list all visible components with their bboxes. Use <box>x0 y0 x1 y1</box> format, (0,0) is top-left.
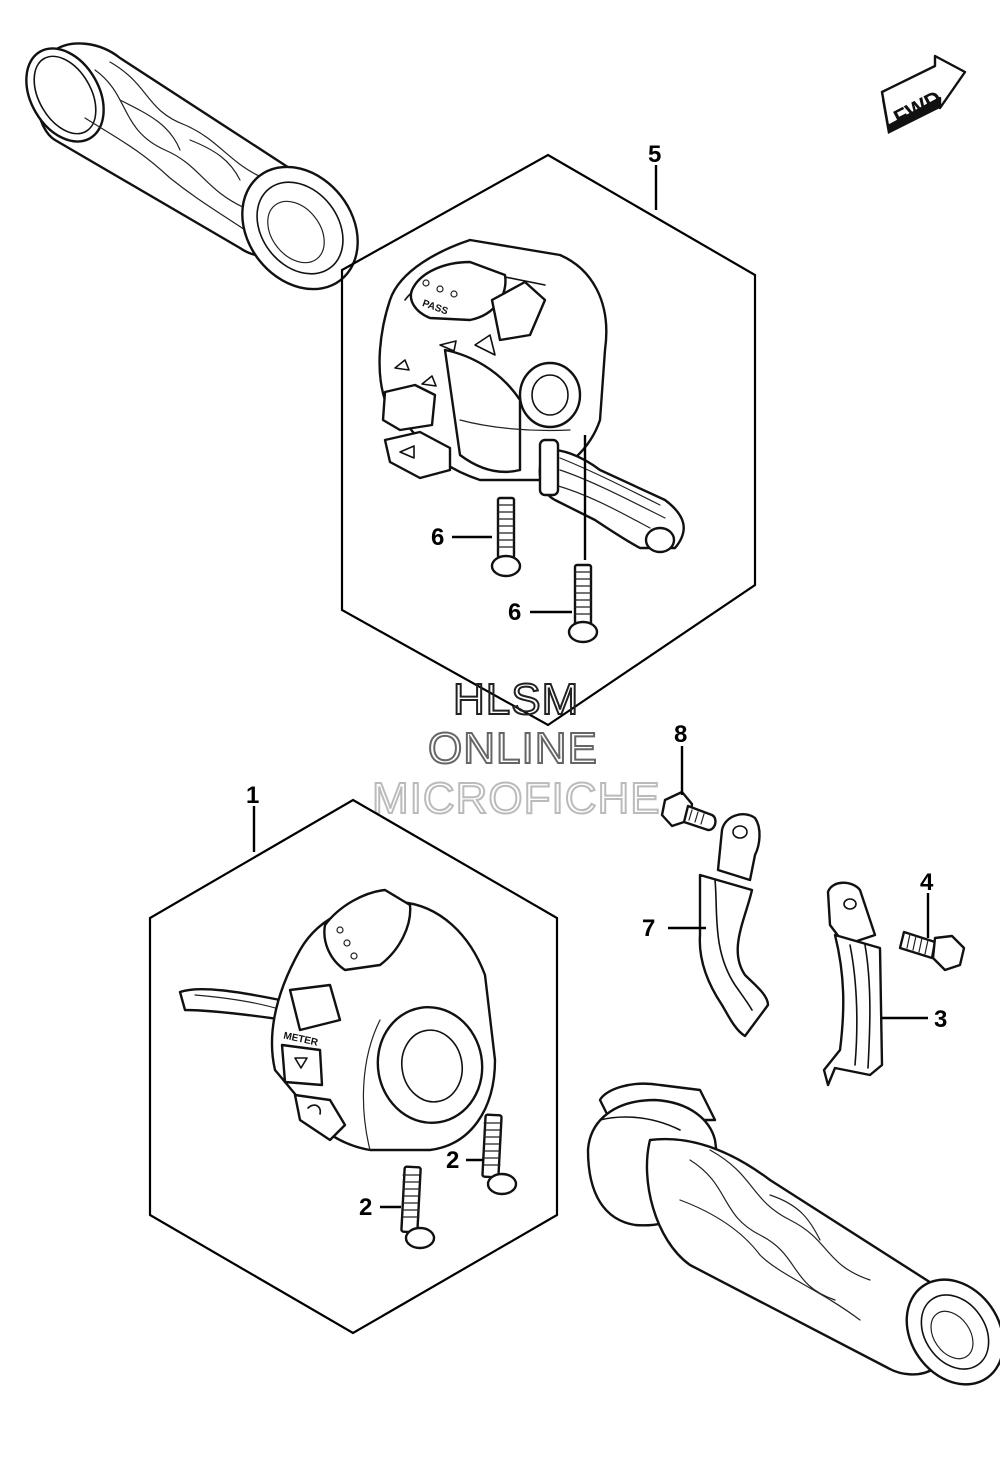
bolt-8 <box>660 790 717 832</box>
callout-8: 8 <box>674 721 687 748</box>
callout-7: 7 <box>642 915 655 942</box>
callout-1: 1 <box>246 782 259 809</box>
callout-6-lower: 6 <box>508 599 521 626</box>
assembly-1-frame <box>148 798 559 1335</box>
watermark: HLSM ONLINE MICROFICHE <box>371 674 661 824</box>
screw-2-lower <box>400 1165 436 1250</box>
callout-4: 4 <box>920 869 934 896</box>
watermark-line-3: MICROFICHE <box>372 774 661 823</box>
bolt-4 <box>898 930 966 972</box>
throttle-grip <box>586 1082 1000 1386</box>
screw-2-upper <box>481 1113 518 1196</box>
screw-6-left <box>490 496 522 578</box>
watermark-line-1: HLSM <box>453 675 579 724</box>
watermark-line-2: ONLINE <box>428 724 598 773</box>
upper-clamp <box>698 813 770 1038</box>
callout-2-lower: 2 <box>359 1194 372 1221</box>
right-switch-harness <box>538 438 685 554</box>
lower-clamp <box>822 881 884 1087</box>
right-switch-housing: PASS <box>378 238 608 482</box>
callout-2-upper: 2 <box>446 1147 459 1174</box>
callout-3: 3 <box>934 1006 947 1033</box>
screw-6-right <box>567 563 599 644</box>
callout-6-upper: 6 <box>431 524 444 551</box>
fwd-arrow-badge: FWD <box>880 54 967 134</box>
left-grip <box>25 42 359 291</box>
assembly-5-frame <box>340 153 757 727</box>
left-switch-housing: METER <box>178 888 497 1152</box>
callout-5: 5 <box>648 141 661 168</box>
